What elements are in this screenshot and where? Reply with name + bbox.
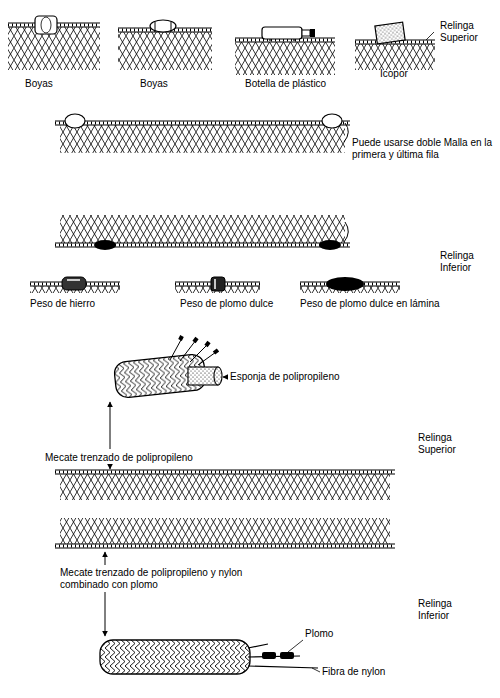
lead-piece <box>262 652 276 659</box>
float-ring <box>41 17 51 33</box>
part-label: Peso de plomo dulce en lámina <box>300 298 460 310</box>
leader-line <box>288 640 303 652</box>
leader-arrow <box>105 552 106 565</box>
bottle <box>262 27 302 39</box>
part-label: Botella de plástico <box>245 78 345 90</box>
rope-outline <box>55 472 395 546</box>
net <box>60 123 345 153</box>
leader-arrow <box>223 377 226 378</box>
part-label: Boyas <box>140 78 180 90</box>
float-tie <box>155 22 171 32</box>
leader-arrow <box>110 465 111 469</box>
leader-line <box>312 668 320 672</box>
strand <box>170 338 216 365</box>
part-label: Esponja de polipropileno <box>230 371 380 383</box>
part-label: Relinga Inferior <box>440 250 490 274</box>
part-label: Plomo <box>305 628 355 640</box>
part-label: Relinga Inferior <box>418 598 478 622</box>
float <box>35 16 57 34</box>
net <box>235 40 335 75</box>
highlight <box>67 279 80 281</box>
part-label: Peso de plomo dulce <box>180 298 290 310</box>
part-label: Puede usarse doble Malla en la primera y… <box>352 137 497 161</box>
weight <box>94 240 116 250</box>
weight <box>319 240 341 250</box>
part-label: Peso de hierro <box>30 298 120 310</box>
strand <box>248 644 318 668</box>
part-label: Mecate trenzado de polipropileno y nylon… <box>60 567 250 591</box>
bottle-neck <box>302 30 310 36</box>
part-label: Relinga Superior <box>440 20 490 44</box>
float <box>150 20 176 32</box>
bottle-cap <box>310 29 315 37</box>
rope-fill <box>8 25 435 42</box>
sponge-end <box>214 367 222 385</box>
strand-tip <box>180 336 218 353</box>
rope <box>8 25 435 42</box>
braided-rope <box>100 640 250 674</box>
rope-twist <box>8 25 435 42</box>
net <box>60 518 390 546</box>
part-label: Icopor <box>380 68 420 80</box>
part-label: Boyas <box>25 78 65 90</box>
rope <box>55 123 350 245</box>
rope-twist <box>55 472 395 546</box>
leader-line <box>426 32 434 40</box>
part-label: Fibra de nylon <box>322 666 422 678</box>
lead-sheet-weight <box>326 277 364 291</box>
part-label: Mecate trenzado de polipropileno <box>45 452 235 464</box>
mesh-loop <box>344 222 348 242</box>
lead-weight <box>211 277 225 291</box>
rope-fill <box>55 472 395 546</box>
rope-fill <box>55 123 350 245</box>
icopor-block <box>375 22 405 44</box>
frayed-strands <box>170 336 218 365</box>
net <box>355 42 435 70</box>
rope-outline <box>8 25 435 42</box>
bottle-tie <box>270 39 294 41</box>
leader-arrow <box>105 592 106 636</box>
mesh-loop <box>344 123 348 142</box>
rope-twist <box>55 123 350 245</box>
net <box>60 472 390 500</box>
iron-weight <box>62 277 86 290</box>
rope <box>55 472 395 546</box>
float <box>322 114 342 128</box>
lead-piece <box>280 652 294 659</box>
float <box>65 114 85 128</box>
net <box>118 30 212 70</box>
part-label: Relinga Superior <box>418 432 478 456</box>
highlight <box>214 279 216 289</box>
rope-outline <box>55 123 350 245</box>
leader-arrow <box>110 402 111 449</box>
